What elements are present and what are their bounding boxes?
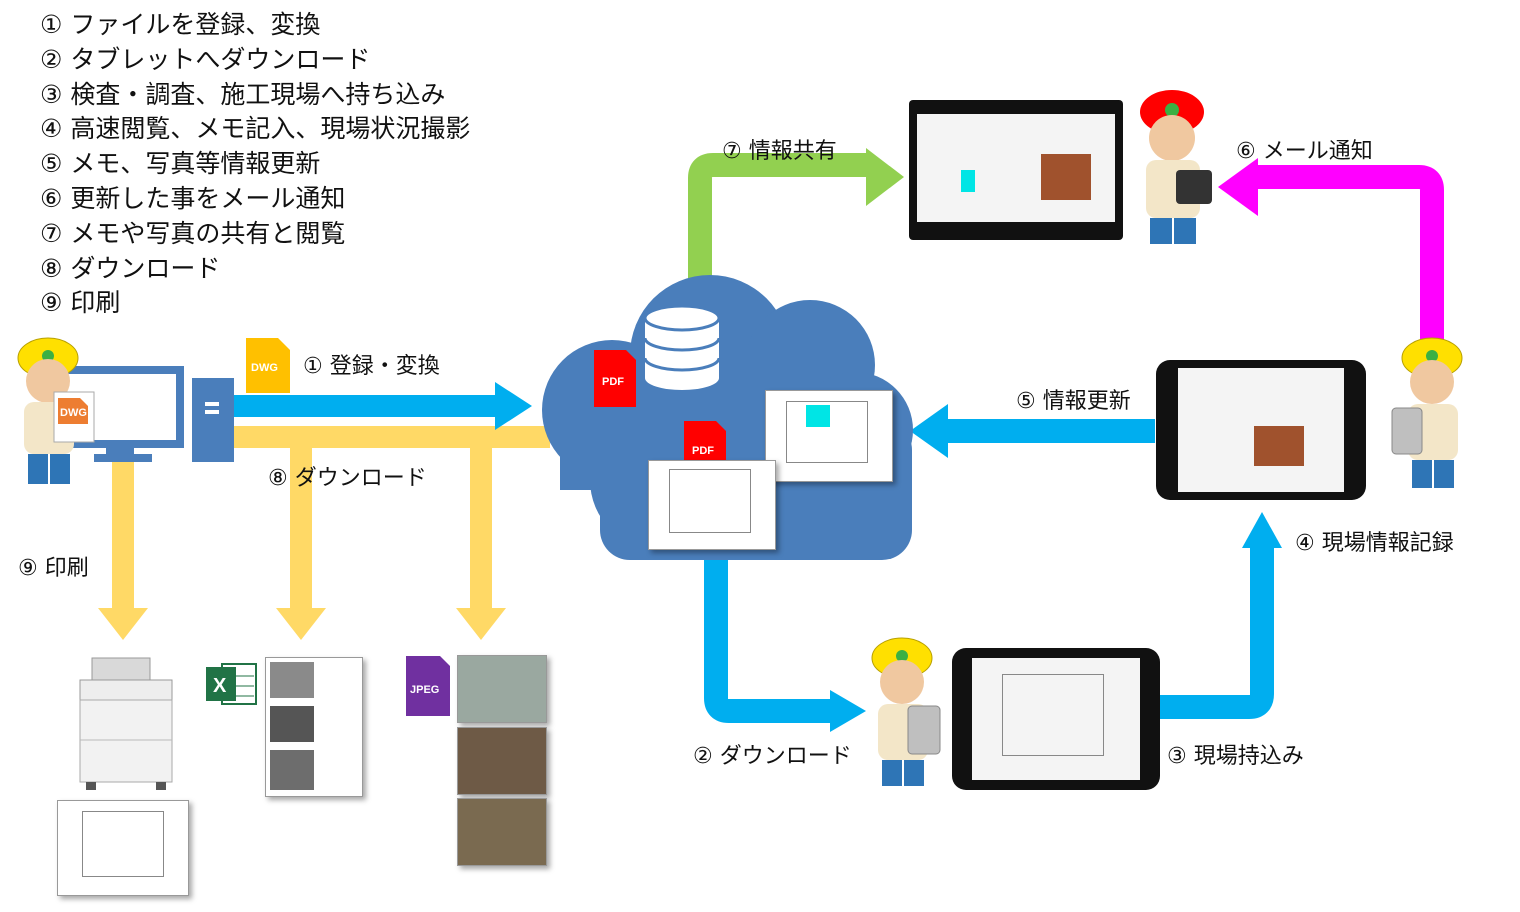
tablet-download-arrow (704, 560, 832, 723)
step-item: ④ 高速閲覧、メモ記入、現場状況撮影 (40, 114, 471, 144)
excel-report-document (265, 657, 363, 797)
step-item: ② タブレットへダウンロード (40, 44, 371, 74)
update-arrow (910, 404, 1155, 458)
drawing-document (765, 390, 893, 482)
svg-text:PDF: PDF (692, 445, 714, 457)
svg-text:JPEG: JPEG (410, 684, 439, 696)
tablet-recording (1156, 360, 1366, 500)
printed-drawing (57, 800, 189, 896)
svg-text:X: X (213, 675, 227, 697)
label-site-record: ④ 現場情報記録 (1295, 531, 1454, 556)
worker-download (871, 637, 941, 786)
label-register: ① 登録・変換 (303, 354, 440, 379)
worker-pc: DWG (17, 337, 95, 484)
step-list: ① ファイルを登録、変換 ② タブレットへダウンロード ③ 検査・調査、施工現場… (40, 8, 470, 321)
step-item: ⑧ ダウンロード (40, 253, 221, 283)
drawing-document (648, 460, 776, 550)
jpeg-icon: JPEG (406, 656, 450, 716)
database-icon (643, 304, 721, 390)
site-record-arrow (1160, 545, 1274, 719)
step-item: ⑦ メモや写真の共有と閲覧 (40, 218, 346, 248)
tablet-download (952, 648, 1160, 790)
step-item: ③ 検査・調査、施工現場へ持ち込み (40, 79, 446, 109)
svg-text:DWG: DWG (251, 362, 278, 374)
share-arrowhead (866, 148, 904, 206)
svg-text:PDF: PDF (602, 376, 624, 388)
excel-icon: X (206, 663, 257, 705)
label-download-tablet: ② ダウンロード (693, 744, 852, 769)
tablet-download-arrowhead (830, 690, 866, 732)
step-item: ① ファイルを登録、変換 (40, 10, 321, 39)
share-arrow (688, 153, 868, 280)
dwg-icon: DWG (246, 338, 290, 393)
step-item: ⑤ メモ、写真等情報更新 (40, 149, 321, 179)
worker-mail (1140, 90, 1212, 244)
register-arrow (232, 382, 532, 430)
worker-record (1391, 337, 1463, 488)
download-arrow (98, 426, 550, 640)
tablet-shared-view (909, 100, 1123, 240)
mail-notify-arrowhead (1218, 158, 1258, 216)
step-item: ⑨ 印刷 (40, 288, 121, 318)
label-print: ⑨ 印刷 (18, 556, 89, 581)
pdf-icon: PDF (594, 350, 636, 407)
label-site-bring: ③ 現場持込み (1167, 744, 1304, 769)
site-photo (457, 727, 547, 795)
label-download-pc: ⑧ ダウンロード (268, 466, 427, 491)
step-item: ⑥ 更新した事をメール通知 (40, 183, 346, 213)
mail-notify-arrow (1255, 165, 1444, 345)
svg-text:DWG: DWG (60, 407, 87, 419)
site-photo (457, 655, 547, 723)
printer-icon (79, 657, 173, 790)
site-record-arrowhead (1242, 512, 1282, 548)
site-photo (457, 798, 547, 866)
label-info-share: ⑦ 情報共有 (722, 139, 837, 164)
label-info-update: ⑤ 情報更新 (1016, 389, 1131, 414)
label-mail-notify: ⑥ メール通知 (1236, 139, 1373, 164)
